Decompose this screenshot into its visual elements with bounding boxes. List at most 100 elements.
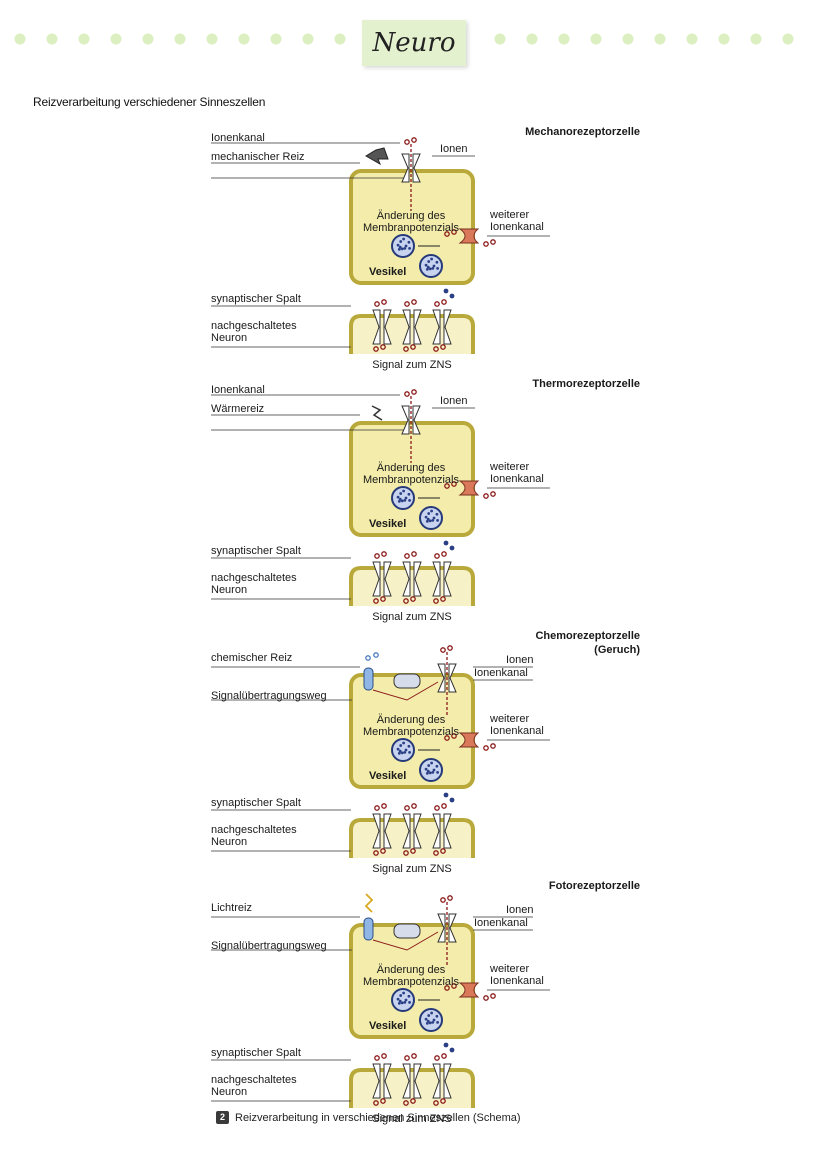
border-dot: [654, 33, 666, 45]
border-dot: [782, 33, 794, 45]
ion-dot: [381, 299, 387, 305]
vesicle-dot: [397, 1001, 401, 1005]
vesicle-circle: [419, 758, 443, 782]
ions-label: Ionen: [440, 143, 468, 155]
synaptic-cleft-label: synaptischer Spalt: [211, 293, 301, 305]
channel-half: [432, 813, 441, 849]
ion-dot: [447, 895, 453, 901]
vesicle-dot: [426, 265, 430, 269]
signal-cns-label: Signal zum ZNS: [372, 359, 451, 371]
ion-dot: [451, 229, 457, 235]
channel-half: [372, 561, 381, 597]
vesicle-dot: [396, 495, 400, 499]
second-channel-label: Ionenkanal: [490, 975, 544, 987]
ion-dot: [434, 301, 440, 307]
signal-protein: [393, 673, 421, 689]
vesicle-dot: [404, 748, 408, 752]
channel-half: [413, 561, 422, 597]
vesicle-dot: [424, 767, 428, 771]
ion-channel-label: Ionenkanal: [474, 667, 528, 679]
vesicle-dot: [402, 741, 406, 745]
ion-dot: [404, 1055, 410, 1061]
vesicle-dot: [427, 512, 431, 515]
vesicle-dot: [400, 499, 404, 503]
membrane-change-label: Änderung des: [377, 210, 446, 222]
vesicle-dot: [425, 771, 429, 775]
border-dot: [334, 33, 346, 45]
vesicle-dot: [408, 499, 411, 502]
vesicle-dot: [430, 761, 434, 765]
ion-dot: [440, 1098, 446, 1104]
channel-half: [372, 1063, 381, 1099]
vesicle-dot: [396, 747, 400, 751]
receptor-type-label: Chemorezeptorzelle: [535, 630, 640, 642]
vesicle-circle: [391, 988, 415, 1012]
ions-label: Ionen: [506, 904, 534, 916]
border-dot: [558, 33, 570, 45]
vesicle-dot: [399, 744, 403, 747]
vesicle-dot: [431, 1020, 435, 1024]
ion-dot: [483, 493, 489, 499]
vesicle-dot: [403, 1000, 407, 1004]
vesicle-dot: [428, 519, 432, 523]
neuron-label: Neuron: [211, 584, 247, 596]
vesicle-dot: [408, 1001, 411, 1004]
signal-protein: [393, 923, 421, 939]
border-dot: [302, 33, 314, 45]
border-dot: [494, 33, 506, 45]
ion-dot: [440, 344, 446, 350]
ion-dot: [411, 1053, 417, 1059]
channel-half: [443, 309, 452, 345]
ion-dot: [373, 1100, 379, 1106]
ion-dot: [483, 995, 489, 1001]
vesicle-dot: [398, 245, 402, 249]
vesicle-dot: [397, 751, 401, 755]
vesicle-dot: [424, 263, 428, 267]
border-dot: [206, 33, 218, 45]
ion-dot: [374, 301, 380, 307]
ion-dot: [380, 344, 386, 350]
vesicle-dot: [427, 764, 431, 767]
ion-dot: [404, 805, 410, 811]
ion-dot: [490, 239, 496, 245]
membrane-change-label: Membranpotenzials: [363, 474, 459, 486]
transmitter-dot: [443, 288, 449, 294]
vesicle-dot: [432, 516, 436, 520]
ion-dot: [440, 596, 446, 602]
vesicle-label: Vesikel: [369, 1020, 406, 1032]
ion-dot: [433, 850, 439, 856]
vesicle-dot: [403, 750, 407, 754]
second-channel-label: Ionenkanal: [490, 725, 544, 737]
membrane-change-label: Membranpotenzials: [363, 976, 459, 988]
ion-dot: [410, 848, 416, 854]
vesicle-dot: [427, 260, 431, 263]
channel-half: [432, 561, 441, 597]
transmitter-dot: [449, 797, 455, 803]
second-channel-label: Ionenkanal: [490, 221, 544, 233]
border-dot: [238, 33, 250, 45]
vesicle-dot: [430, 509, 434, 513]
vesicle-dot: [424, 515, 428, 519]
receptor-type-label: Mechanorezeptorzelle: [525, 126, 640, 138]
transmitter-dot: [449, 545, 455, 551]
second-channel-label: weiterer: [489, 713, 529, 725]
vesicle-dot: [430, 1011, 434, 1015]
channel-half: [402, 1063, 411, 1099]
vesicle-dot: [432, 264, 436, 268]
side-ion-channel: [458, 228, 480, 244]
ion-dot: [380, 596, 386, 602]
ion-dot: [381, 803, 387, 809]
light-stimulus-wave: [364, 893, 374, 913]
receptor-panel: ThermorezeptorzelleIonenkanalWärmereizIo…: [211, 378, 640, 623]
membrane-change-label: Membranpotenzials: [363, 222, 459, 234]
vesicle-dot: [425, 1021, 429, 1025]
border-dot: [270, 33, 282, 45]
ion-dot: [380, 1098, 386, 1104]
ion-dot: [483, 745, 489, 751]
vesicle-dot: [432, 768, 436, 772]
vesicle-dot: [407, 240, 411, 244]
stimulus-label: Wärmereiz: [211, 403, 264, 415]
ion-dot: [490, 743, 496, 749]
ion-dot: [434, 805, 440, 811]
ion-channel-label: Ionenkanal: [474, 917, 528, 929]
